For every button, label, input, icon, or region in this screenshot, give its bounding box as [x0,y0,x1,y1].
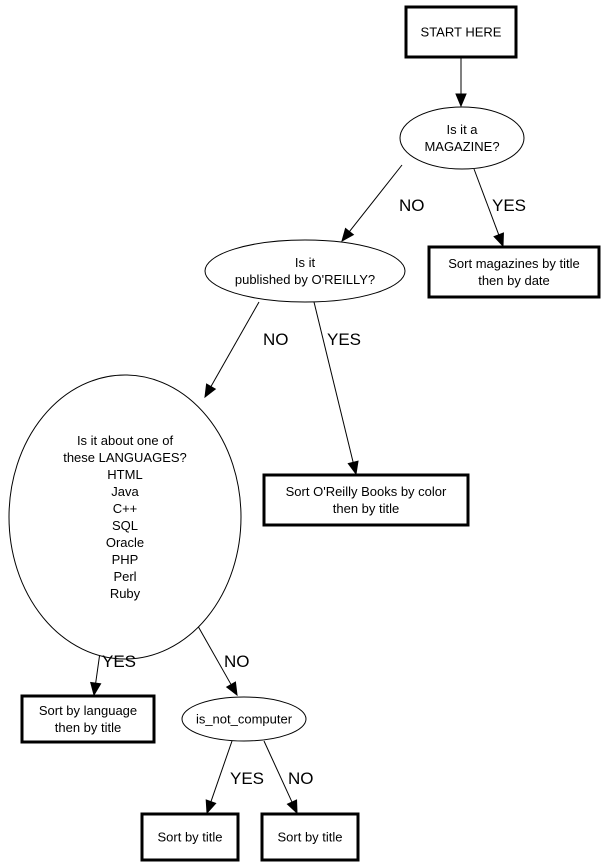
edge-label-yes: YES [492,196,526,215]
edge-magazine-to-oreilly [341,164,403,243]
node-sort-oreilly: Sort O'Reilly Books by color then by titl… [262,473,470,527]
decision-ellipse [8,374,242,660]
arrowhead-icon [225,681,238,697]
edge-line [210,740,233,802]
node-text-line: then by date [478,273,550,288]
edge-magazine-to-sort_magazines [473,168,504,248]
node-text-line: then by title [333,501,400,516]
edge-label-no: NO [224,652,250,671]
edge-label-yes: YES [102,652,136,671]
edge-oreilly-to-sort_oreilly [313,301,359,476]
edge-line [313,301,354,463]
node-text-line: then by title [55,720,122,735]
edge-label-yes: YES [327,330,361,349]
node-text-line: PHP [112,552,139,567]
node-text-line: Ruby [110,586,141,601]
process-box [20,694,156,744]
node-sort-title-no: Sort by title [260,812,360,862]
node-text-line: C++ [113,501,138,516]
edge-line [263,740,293,803]
decision-ellipse [399,106,525,170]
arrowhead-icon [341,227,355,243]
edge-oreilly-to-languages [204,301,260,399]
edge-label-no: NO [399,196,425,215]
node-text-line: is_not_computer [196,712,293,727]
node-text-line: Perl [113,569,136,584]
node-magazine: Is it a MAGAZINE? [399,106,525,170]
edge-label-no: NO [288,769,314,788]
decision-ellipse [181,696,307,742]
process-box [140,812,240,862]
node-text-line: Sort magazines by title [448,256,580,271]
edge-label-no: NO [263,330,289,349]
process-box [404,5,518,59]
node-text-line: MAGAZINE? [424,139,499,154]
arrowhead-icon [455,93,467,108]
arrowhead-icon [204,383,217,399]
node-text-line: Sort by title [157,830,222,845]
node-text-line: Sort by title [277,830,342,845]
node-text-line: Is it about one of [77,433,174,448]
node-text-line: Sort O'Reilly Books by color [286,484,447,499]
edge-labels-layer: NO YES NO YES YES NO YES NO [102,196,526,788]
node-sort-magazines: Sort magazines by title then by date [427,245,601,299]
node-text-line: Is it [295,255,316,270]
arrowhead-icon [286,799,298,815]
node-text-line: published by O'REILLY? [235,272,375,287]
node-languages: Is it about one of these LANGUAGES? HTML Ja… [8,374,242,660]
edge-is_not_computer-to-sort_title_no [263,740,298,815]
node-is-not-computer: is_not_computer [181,696,307,742]
process-box [262,473,470,527]
node-start: START HERE [404,5,518,59]
arrowhead-icon [493,232,504,248]
node-sort-title-yes: Sort by title [140,812,240,862]
node-text-line: Java [111,484,139,499]
node-text-line: Is it a [446,122,478,137]
node-text-line: Sort by language [39,703,137,718]
edge-line [349,164,403,232]
edge-line [473,168,500,235]
nodes-layer: START HERE Is it a MAGAZINE? Sort magazines… [8,5,601,862]
decision-ellipse [204,239,406,303]
edge-label-yes: YES [230,769,264,788]
edges-layer [90,57,504,815]
arrowhead-icon [205,799,217,815]
edge-is_not_computer-to-sort_title_yes [205,740,233,815]
node-sort-language: Sort by language then by title [20,694,156,744]
node-oreilly: Is it published by O'REILLY? [204,239,406,303]
process-box [260,812,360,862]
process-box [427,245,601,299]
node-text-line: HTML [107,467,142,482]
node-text-line: SQL [112,518,138,533]
edge-start-to-magazine [455,57,467,108]
node-text-line: START HERE [421,25,502,40]
arrowhead-icon [347,460,359,476]
node-text-line: these LANGUAGES? [63,450,187,465]
edge-line [210,301,260,387]
node-text-line: Oracle [106,535,144,550]
arrowhead-icon [90,681,102,697]
